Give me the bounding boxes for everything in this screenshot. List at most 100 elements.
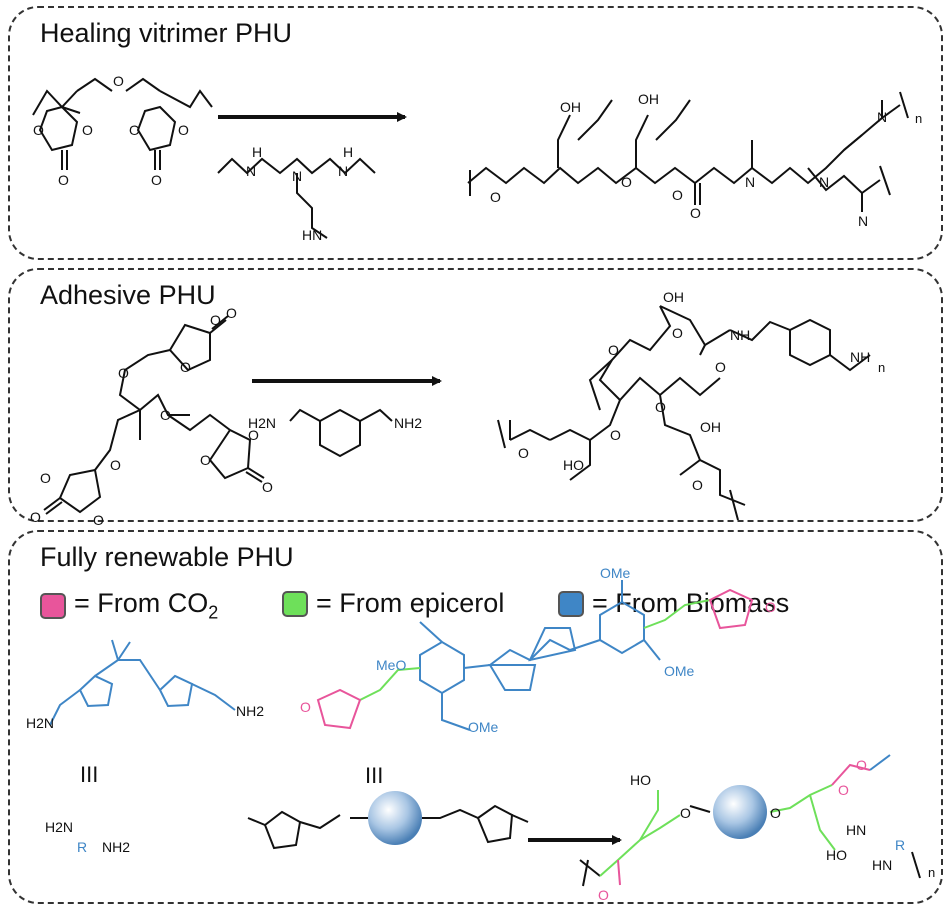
- equivalence-mark-2: III: [365, 763, 383, 788]
- panel-title-healing-vitrimer: Healing vitrimer PHU: [40, 18, 293, 48]
- svg-text:O: O: [655, 399, 666, 415]
- svg-text:O: O: [770, 805, 781, 821]
- svg-text:OH: OH: [638, 91, 659, 107]
- biomass-core-sphere-2: [713, 785, 767, 839]
- svg-text:O: O: [621, 174, 632, 190]
- svg-text:N: N: [745, 174, 755, 190]
- svg-text:H: H: [343, 144, 353, 160]
- svg-text:OMe: OMe: [664, 663, 695, 679]
- svg-text:O: O: [856, 757, 867, 773]
- svg-text:HO: HO: [826, 847, 847, 863]
- svg-text:OH: OH: [560, 99, 581, 115]
- svg-text:O: O: [690, 205, 701, 221]
- svg-text:O: O: [490, 189, 501, 205]
- atom-o: O: [113, 73, 124, 89]
- svg-text:O: O: [178, 122, 189, 138]
- svg-text:O: O: [82, 122, 93, 138]
- svg-text:NH2: NH2: [102, 839, 130, 855]
- svg-text:OH: OH: [663, 289, 684, 305]
- svg-text:HO: HO: [630, 772, 651, 788]
- cyclohexane-diamine: [289, 408, 393, 458]
- svg-text:O: O: [226, 305, 237, 321]
- legend-swatch-biomass: [558, 590, 584, 617]
- svg-text:H2N: H2N: [26, 715, 54, 731]
- svg-text:O: O: [608, 342, 619, 358]
- panel-title-adhesive: Adhesive PHU: [40, 280, 216, 310]
- svg-text:N: N: [246, 163, 256, 179]
- svg-text:n: n: [928, 865, 935, 880]
- svg-text:HN: HN: [846, 822, 866, 838]
- legend-swatch-co2: [40, 592, 66, 619]
- svg-text:O: O: [58, 172, 69, 188]
- svg-text:N: N: [292, 168, 302, 184]
- fully-renewable-panel: Fully renewable PHU = From CO2 = From ep…: [8, 530, 943, 904]
- svg-text:N: N: [819, 174, 829, 190]
- biomass-bis-carbonate: [419, 580, 661, 731]
- adhesive-polymer: [497, 305, 871, 521]
- svg-text:O: O: [672, 187, 683, 203]
- legend-swatch-epicerol: [282, 590, 308, 617]
- triamine-reagent: [217, 157, 376, 239]
- svg-text:N: N: [877, 109, 887, 125]
- svg-text:R: R: [895, 837, 905, 853]
- svg-text:O: O: [160, 407, 171, 423]
- generic-diamine: H2N R NH2: [45, 819, 130, 855]
- legend-label-co2: = From CO2: [74, 588, 219, 623]
- healing-vitrimer-polymer: [467, 91, 909, 212]
- ether-oxygens: O O O O O O O: [33, 73, 189, 188]
- svg-text:O: O: [151, 172, 162, 188]
- svg-text:N: N: [858, 213, 868, 229]
- bis-furan-diamine: [49, 639, 236, 726]
- svg-text:O: O: [180, 359, 191, 375]
- svg-text:OMe: OMe: [600, 565, 631, 581]
- svg-text:O: O: [672, 325, 683, 341]
- svg-text:O: O: [210, 312, 221, 328]
- adhesive-panel: Adhesive PHU: [8, 268, 943, 522]
- svg-text:NH2: NH2: [236, 703, 264, 719]
- svg-text:O: O: [715, 359, 726, 375]
- svg-text:H: H: [252, 144, 262, 160]
- svg-text:O: O: [518, 445, 529, 461]
- svg-text:O: O: [838, 782, 849, 798]
- svg-text:OMe: OMe: [468, 719, 499, 735]
- tris-cyclic-carbonate: [43, 315, 265, 515]
- svg-text:O: O: [30, 509, 41, 525]
- svg-text:NH2: NH2: [394, 415, 422, 431]
- legend-label-epicerol: = From epicerol: [316, 588, 505, 618]
- svg-text:O: O: [129, 122, 140, 138]
- svg-text:MeO: MeO: [376, 657, 406, 673]
- svg-text:HO: HO: [563, 457, 584, 473]
- svg-text:HN: HN: [872, 857, 892, 873]
- svg-text:OH: OH: [700, 419, 721, 435]
- svg-text:n: n: [878, 360, 885, 375]
- svg-text:O: O: [200, 452, 211, 468]
- svg-text:O: O: [118, 365, 129, 381]
- svg-text:O: O: [765, 599, 776, 615]
- svg-text:H2N: H2N: [248, 415, 276, 431]
- legend-epicerol: = From epicerol: [282, 588, 504, 619]
- renewable-polymer: [579, 754, 921, 887]
- svg-text:O: O: [33, 122, 44, 138]
- svg-text:HN: HN: [302, 227, 322, 243]
- svg-text:O: O: [680, 805, 691, 821]
- svg-text:n: n: [915, 111, 922, 126]
- svg-text:O: O: [40, 470, 51, 486]
- legend-co2: = From CO2: [40, 588, 218, 623]
- svg-text:O: O: [93, 512, 104, 528]
- svg-text:O: O: [262, 479, 273, 495]
- bis-cyclic-carbonate-ether: [32, 77, 213, 170]
- svg-text:O: O: [692, 477, 703, 493]
- svg-text:O: O: [598, 887, 609, 903]
- svg-text:O: O: [610, 427, 621, 443]
- panel-title-fully-renewable: Fully renewable PHU: [40, 542, 294, 572]
- svg-text:O: O: [300, 699, 311, 715]
- svg-text:NH: NH: [850, 349, 870, 365]
- sphere-bis-carbonate: [247, 804, 529, 850]
- svg-text:R: R: [77, 839, 87, 855]
- svg-text:N: N: [338, 163, 348, 179]
- svg-text:O: O: [110, 457, 121, 473]
- svg-text:O: O: [248, 427, 259, 443]
- healing-vitrimer-panel: Healing vitrimer PHU: [8, 6, 943, 260]
- svg-text:NH: NH: [730, 327, 750, 343]
